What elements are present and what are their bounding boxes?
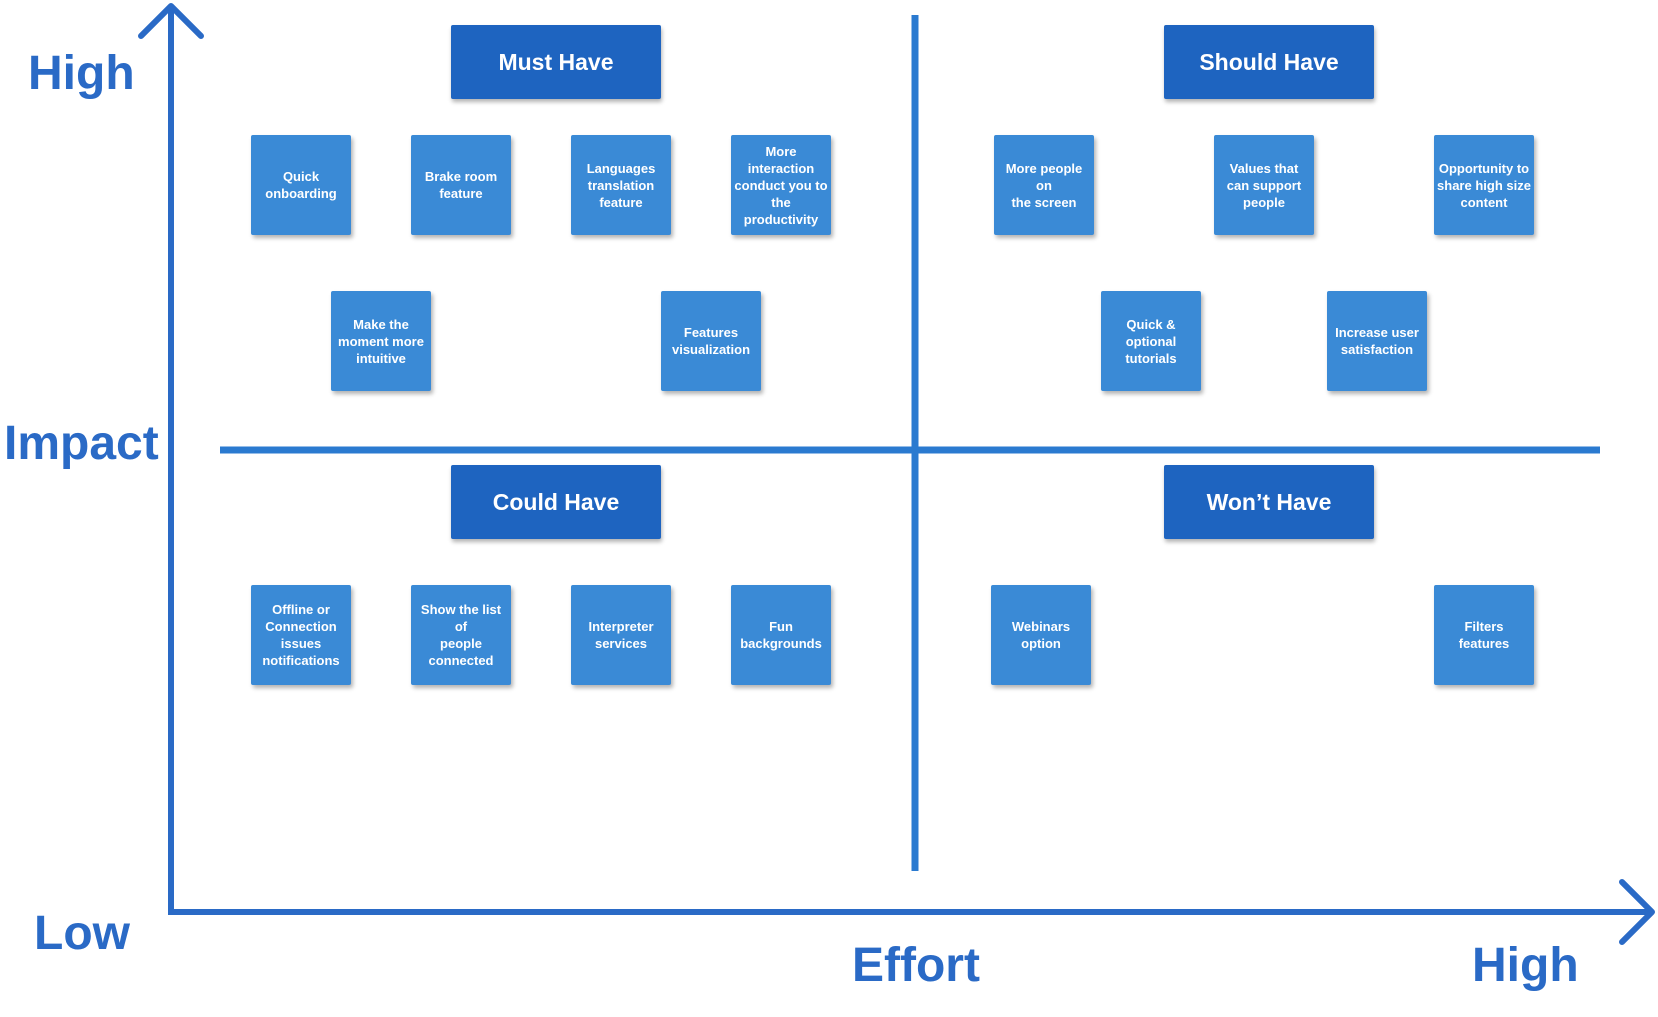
card-offline-notifications: Offline or Connection issues notificatio… — [251, 585, 351, 685]
card-more-interaction: More interaction conduct you to the prod… — [731, 135, 831, 235]
card-fun-backgrounds: Fun backgrounds — [731, 585, 831, 685]
card-features-visualization: Features visualization — [661, 291, 761, 391]
card-list-people-connected: Show the list of people connected — [411, 585, 511, 685]
card-webinars-option: Webinars option — [991, 585, 1091, 685]
wont-have-title: Won’t Have — [1164, 465, 1374, 539]
y-axis-low-label: Low — [34, 907, 130, 960]
card-user-satisfaction: Increase user satisfaction — [1327, 291, 1427, 391]
card-more-people-screen: More people on the screen — [994, 135, 1094, 235]
card-brake-room-feature: Brake room feature — [411, 135, 511, 235]
must-have-title: Must Have — [451, 25, 661, 99]
x-axis-arrow — [1619, 879, 1655, 945]
should-have-title: Should Have — [1164, 25, 1374, 99]
x-axis-title: Effort — [852, 939, 980, 992]
card-moment-intuitive: Make the moment more intuitive — [331, 291, 431, 391]
y-axis-arrow — [138, 3, 204, 39]
y-axis-title: Impact — [4, 417, 159, 470]
card-quick-onboarding: Quick onboarding — [251, 135, 351, 235]
card-share-high-size: Opportunity to share high size content — [1434, 135, 1534, 235]
y-axis-high-label: High — [28, 47, 135, 100]
card-values-support-people: Values that can support people — [1214, 135, 1314, 235]
x-axis-high-label: High — [1472, 939, 1579, 992]
card-languages-translation: Languages translation feature — [571, 135, 671, 235]
card-quick-tutorials: Quick & optional tutorials — [1101, 291, 1201, 391]
card-filters-features: Filters features — [1434, 585, 1534, 685]
could-have-title: Could Have — [451, 465, 661, 539]
card-interpreter-services: Interpreter services — [571, 585, 671, 685]
